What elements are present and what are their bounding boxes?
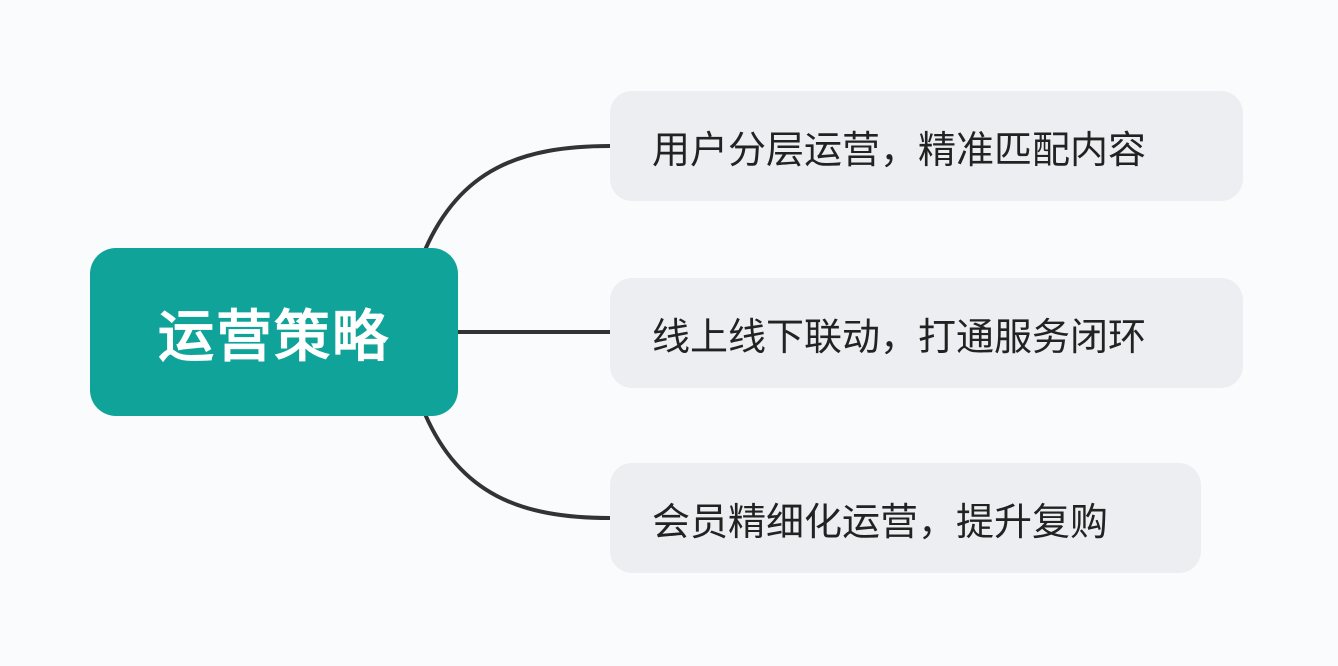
child-label: 用户分层运营，精准匹配内容	[652, 127, 1147, 172]
child-label: 会员精细化运营，提升复购	[652, 499, 1109, 544]
connector-bottom	[423, 413, 611, 520]
connector-top	[423, 144, 611, 251]
root-node[interactable]: 运营策略	[90, 248, 458, 416]
child-node-2[interactable]: 线上线下联动，打通服务闭环	[610, 278, 1243, 388]
child-node-3[interactable]: 会员精细化运营，提升复购	[610, 463, 1201, 573]
child-node-1[interactable]: 用户分层运营，精准匹配内容	[610, 91, 1243, 201]
child-label: 线上线下联动，打通服务闭环	[652, 314, 1147, 359]
root-label: 运营策略	[158, 304, 390, 370]
